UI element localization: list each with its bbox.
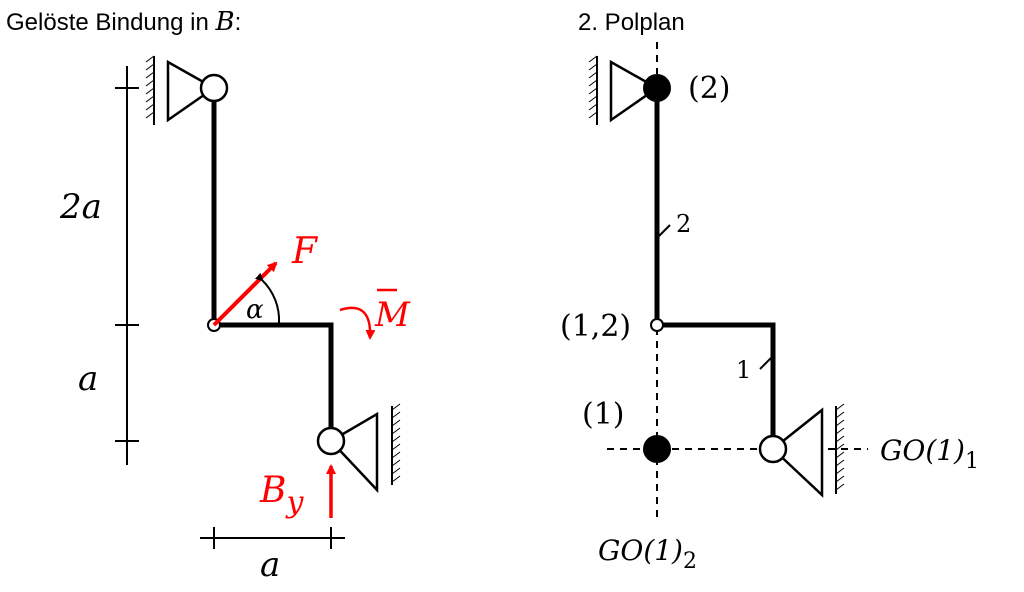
- pole-2-marker: [643, 74, 671, 102]
- angle-arc: [254, 272, 281, 324]
- pole-2-label: (2): [688, 71, 731, 106]
- right-bottom-support-icon: [771, 403, 845, 498]
- horizontal-dimension: [200, 527, 345, 549]
- right-frame-structure: [654, 88, 776, 449]
- pole-12-label: (1,2): [560, 309, 631, 344]
- member-2-tick: [656, 224, 671, 239]
- moment-arrow: [339, 306, 376, 340]
- right-panel: 2. Polplan: [560, 9, 979, 574]
- go1-2-label: GO(1)2: [598, 534, 697, 574]
- right-title: 2. Polplan: [578, 9, 685, 36]
- dim-label-a-vertical: a: [78, 359, 98, 399]
- pole-1-marker: [643, 435, 671, 463]
- right-top-support-icon: [588, 55, 660, 125]
- reaction-by-label: By: [259, 470, 304, 520]
- top-hinge: [199, 73, 229, 103]
- frame-structure: [211, 88, 334, 441]
- angle-alpha-label: α: [246, 295, 264, 325]
- dim-label-2a: 2a: [59, 187, 102, 227]
- right-bottom-hinge: [758, 434, 788, 464]
- vertical-dimension: [115, 66, 139, 465]
- pole-1-label: (1): [582, 397, 625, 432]
- force-f-label: F: [291, 231, 319, 272]
- top-support-icon: [145, 55, 217, 125]
- bottom-hinge: [316, 426, 346, 456]
- go1-1-label: GO(1)1: [880, 434, 979, 474]
- force-f-arrow: [212, 261, 278, 327]
- moment-m-label: M: [374, 295, 411, 335]
- pole-12-marker: [650, 318, 664, 332]
- member-1-tick: [759, 355, 774, 370]
- member-2-label: 2: [676, 210, 691, 238]
- dim-label-a-horizontal: a: [260, 545, 280, 585]
- member-1-label: 1: [736, 356, 751, 384]
- left-title: Gelöste Bindung in B:: [6, 7, 241, 37]
- left-panel: Gelöste Bindung in B: 2a a a: [6, 7, 411, 585]
- bottom-support-icon: [329, 403, 401, 494]
